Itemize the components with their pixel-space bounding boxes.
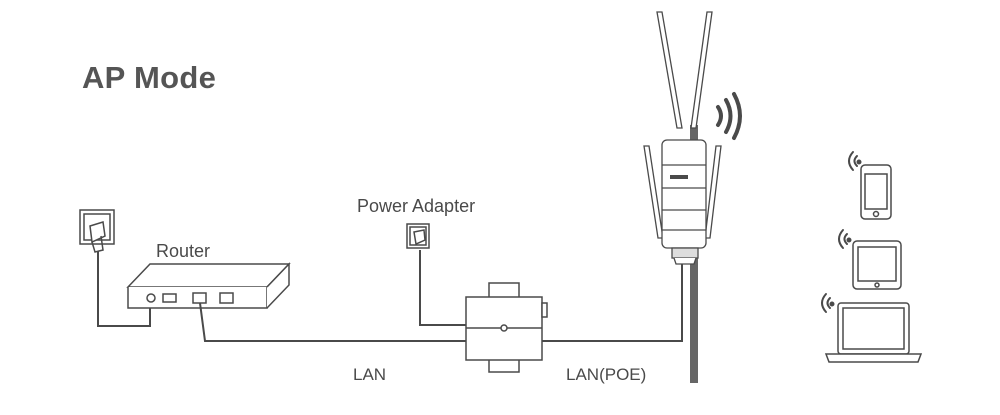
smartphone-icon bbox=[860, 164, 892, 220]
laptop-icon bbox=[824, 302, 923, 363]
adapter-power-cable bbox=[419, 250, 468, 326]
lan-cable bbox=[199, 302, 468, 342]
power-adapter-label: Power Adapter bbox=[357, 196, 476, 216]
lan-poe-label: LAN(POE) bbox=[566, 365, 647, 384]
lan-poe-cable bbox=[542, 262, 683, 342]
lan-label: LAN bbox=[353, 365, 387, 384]
router-label: Router bbox=[156, 241, 211, 261]
outdoor-access-point-icon bbox=[643, 11, 722, 265]
wall-outlet-icon bbox=[79, 209, 115, 253]
power-adapter-icon bbox=[406, 223, 430, 249]
router-power-cable bbox=[97, 251, 151, 327]
tablet-icon bbox=[852, 240, 902, 290]
wifi-signal-icon bbox=[716, 92, 742, 140]
router-icon bbox=[126, 262, 291, 309]
laptop-wifi-icon bbox=[821, 293, 835, 313]
smartphone-wifi-icon bbox=[848, 151, 862, 171]
diagram-title: AP Mode bbox=[82, 60, 217, 95]
tablet-wifi-icon bbox=[838, 229, 852, 249]
poe-injector-icon bbox=[465, 282, 548, 373]
